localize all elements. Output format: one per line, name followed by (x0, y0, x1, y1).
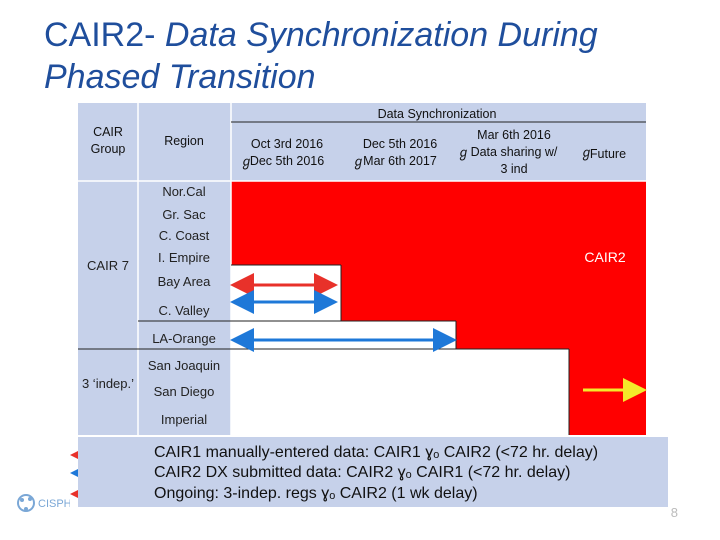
page-number: 8 (670, 505, 678, 520)
title-part2: Data Synchronization During (164, 16, 598, 54)
svg-text:CISPH: CISPH (38, 498, 70, 510)
title-part1: CAIR2- (44, 16, 165, 54)
legend-item-yellow: Ongoing: 3-indep. regs ɣₒ CAIR2 (1 wk de… (154, 485, 478, 502)
cisph-logo: CISPH (10, 485, 72, 530)
glyph-arrow-1: ℊ (240, 155, 253, 170)
group-cair7: CAIR 7 (87, 258, 129, 273)
header-cair-group: CAIR Group (90, 125, 126, 156)
header-region: Region (164, 134, 204, 148)
slide-title: CAIR2- Data Synchronization During Phase… (44, 14, 684, 98)
legend-item-red: CAIR1 manually-entered data: CAIR1 ɣₒ CA… (154, 444, 599, 461)
header-future: Future (589, 147, 627, 161)
region-ccoast: C. Coast (158, 228, 210, 243)
region-sandiego: San Diego (153, 384, 215, 399)
header-data-sync: Data Synchronization (377, 107, 497, 121)
glyph-arrow-2: ℊ (352, 155, 365, 170)
glyph-arrow-4: ℊ (580, 146, 593, 161)
region-laorange: LA-Orange (152, 331, 216, 346)
cair2-label: CAIR2 (584, 249, 626, 265)
legend-item-blue: CAIR2 DX submitted data: CAIR2 ɣₒ CAIR1 … (154, 464, 571, 481)
region-cvalley: C. Valley (158, 303, 210, 318)
group-3-indep: 3 ‘indep.’ (81, 376, 135, 391)
region-imperial: Imperial (160, 412, 208, 427)
title-line2: Phased Transition (44, 58, 316, 96)
white-cell-indep (231, 349, 569, 435)
glyph-arrow-3: ℊ (457, 146, 470, 161)
region-sanjoaquin: San Joaquin (147, 358, 221, 373)
region-bayarea: Bay Area (157, 274, 211, 289)
region-norcal: Nor.Cal (162, 184, 206, 199)
region-iempire: I. Empire (157, 250, 210, 265)
legend-box (78, 437, 668, 507)
region-grsac: Gr. Sac (162, 207, 206, 222)
